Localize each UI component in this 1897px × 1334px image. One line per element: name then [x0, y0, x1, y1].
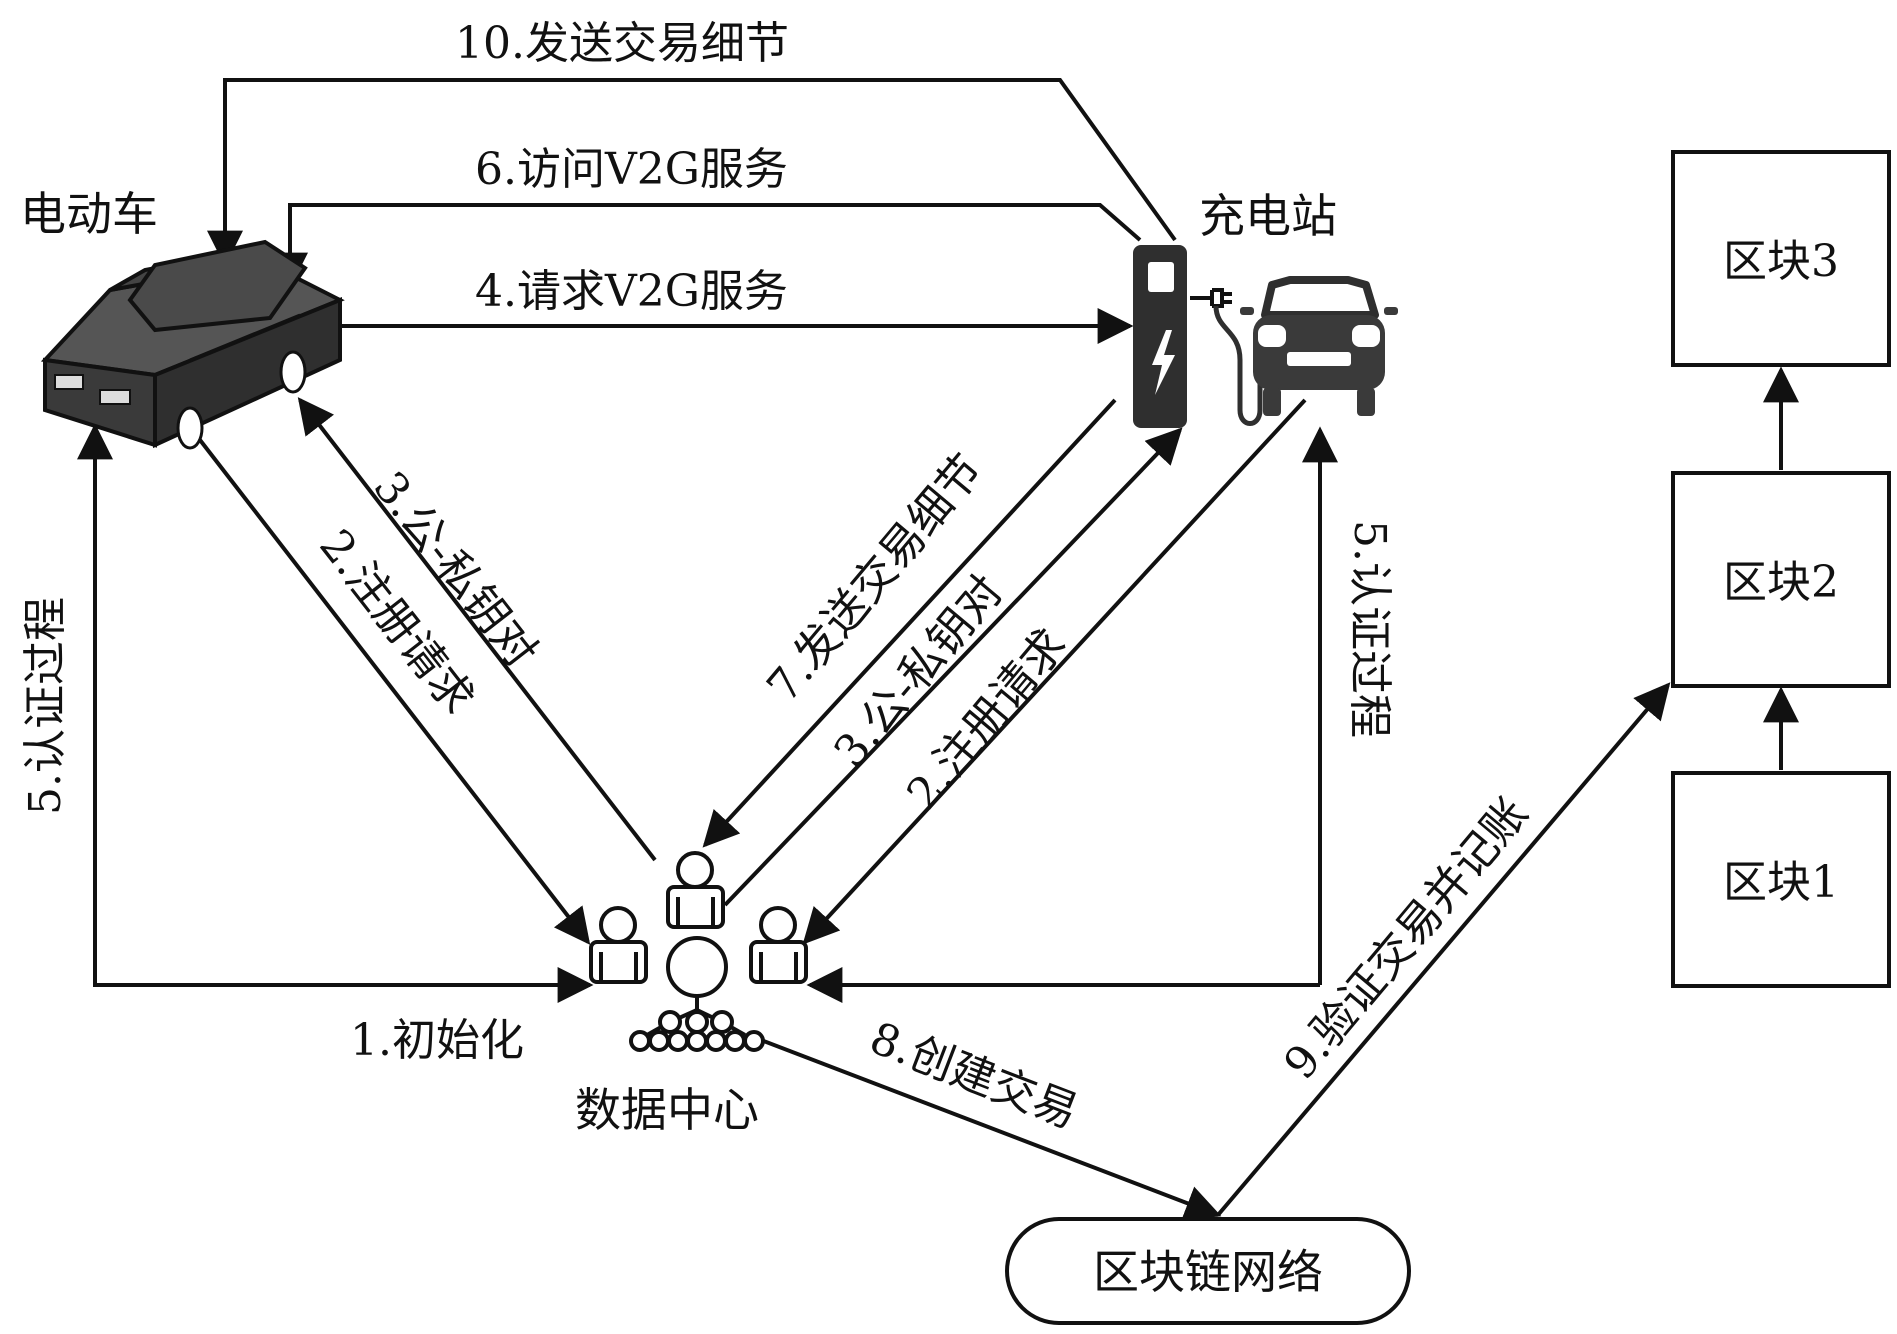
block3-label: 区块3: [1723, 236, 1839, 287]
blockchain-network-node: [1005, 1217, 1411, 1325]
edge-2-ev-line: [198, 438, 591, 945]
edge-2-cs-line: [802, 398, 1307, 945]
edge-7-line: [702, 398, 1117, 848]
edge-4-label: 4.请求V2G服务: [475, 266, 788, 317]
edge-7-label: 7.发送交易细节: [757, 445, 993, 712]
car-icon: [40, 239, 345, 450]
edge-3-ev-line: [297, 397, 657, 862]
people-group-icon: [589, 851, 808, 1052]
plug-icon: [1190, 288, 1263, 426]
edge-10-label: 10.发送交易细节: [455, 18, 789, 69]
car-front-icon: [1240, 276, 1398, 416]
edge-6-line: [272, 203, 1142, 289]
blockchain-network-label: 区块链网络: [1093, 1245, 1323, 1299]
edge-1-label: 1.初始化: [350, 1015, 524, 1066]
block2-label: 区块2: [1723, 557, 1839, 608]
block2-box: [1671, 471, 1891, 688]
edge-9-label: 9.验证交易并记账: [1274, 788, 1538, 1089]
edge-6-label: 6.访问V2G服务: [475, 144, 788, 195]
block3-box: [1671, 150, 1891, 367]
block1-label: 区块1: [1723, 857, 1839, 908]
edge-9-line: [1216, 682, 1671, 1217]
edge-5-ev-label: 5.认证过程: [20, 597, 71, 815]
ev-label: 电动车: [20, 187, 158, 241]
edge-5-ev-line: [77, 423, 590, 987]
charging-pile-icon: [1133, 245, 1187, 428]
station-label: 充电站: [1199, 189, 1337, 243]
datacenter-label: 数据中心: [575, 1083, 759, 1137]
edge-5-cs-label: 5.认证过程: [1344, 520, 1395, 738]
edge-3-cs-line: [723, 427, 1183, 907]
block1-box: [1671, 771, 1891, 988]
edge-8-line: [747, 1033, 1222, 1221]
edge-10-line: [207, 78, 1177, 267]
